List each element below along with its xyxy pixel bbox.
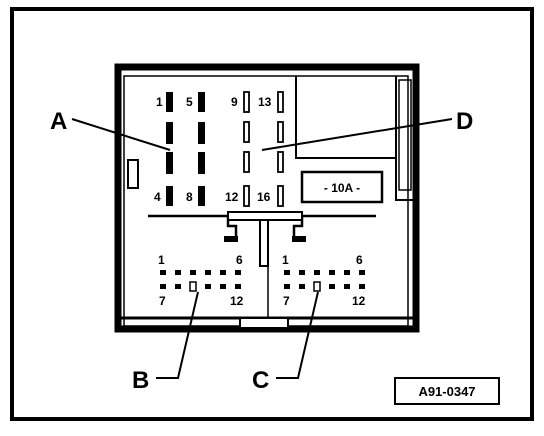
pin-label-c-6: 6	[356, 253, 363, 267]
pin-label-d-12: 12	[225, 190, 239, 204]
pin-d-11	[243, 151, 250, 173]
pin-c-10	[329, 284, 335, 289]
pin-b-4	[205, 270, 211, 275]
callout-line-a	[71, 118, 171, 151]
connector-housing	[114, 63, 420, 333]
pin-a-7	[198, 152, 205, 174]
figure-id-box: A91-0347	[394, 377, 500, 405]
pin-label-c-7: 7	[283, 294, 290, 308]
pin-label-a-8: 8	[186, 190, 193, 204]
pin-b-11	[220, 284, 226, 289]
pin-label-c-1: 1	[282, 253, 289, 267]
pin-b-1	[160, 270, 166, 275]
pin-b-2	[175, 270, 181, 275]
pin-label-b-1: 1	[158, 253, 165, 267]
pin-label-a-5: 5	[186, 95, 193, 109]
callout-line-b	[156, 291, 199, 379]
connector-a-pins: 1 5 4 8	[154, 92, 205, 206]
callout-lines	[71, 118, 453, 379]
callout-a: A	[50, 108, 67, 135]
pin-c-6	[359, 270, 365, 275]
pin-c-2	[299, 270, 305, 275]
pin-d-16	[277, 185, 284, 207]
pin-c-9	[313, 281, 321, 292]
pin-c-3	[314, 270, 320, 275]
pin-label-d-16: 16	[257, 190, 271, 204]
callout-b: B	[132, 367, 149, 394]
pin-a-1	[166, 92, 173, 112]
pin-a-8	[198, 186, 205, 206]
pin-a-2	[166, 122, 173, 144]
pin-label-a-1: 1	[156, 95, 163, 109]
pin-b-12	[235, 284, 241, 289]
pin-b-6	[235, 270, 241, 275]
pin-b-7	[160, 284, 166, 289]
pin-a-6	[198, 122, 205, 144]
pin-b-10	[205, 284, 211, 289]
pin-b-8	[175, 284, 181, 289]
pin-c-12	[359, 284, 365, 289]
pin-label-b-7: 7	[159, 294, 166, 308]
connector-b-pins: 1 6 7 12	[158, 253, 244, 308]
callout-d: D	[456, 108, 473, 135]
pin-d-10	[243, 121, 250, 143]
pin-b-9	[189, 281, 197, 292]
connector-d-pins: 9 13 12 16	[225, 91, 284, 207]
connector-c-pins: 1 6 7 12	[282, 253, 366, 308]
pin-b-3	[190, 270, 196, 275]
pin-d-9	[243, 91, 250, 113]
pin-d-12	[243, 185, 250, 207]
pin-label-d-9: 9	[231, 95, 238, 109]
pin-label-d-13: 13	[258, 95, 272, 109]
fuse-label: - 10A -	[324, 181, 360, 195]
callout-c: C	[252, 367, 269, 394]
pin-d-13	[277, 91, 284, 113]
pin-a-4	[166, 186, 173, 206]
figure-id: A91-0347	[418, 384, 475, 399]
pin-a-5	[198, 92, 205, 112]
pin-c-8	[299, 284, 305, 289]
pin-label-b-6: 6	[236, 253, 243, 267]
pin-a-3	[166, 152, 173, 174]
pin-c-7	[284, 284, 290, 289]
pin-c-1	[284, 270, 290, 275]
callout-line-c	[276, 291, 319, 379]
pin-c-4	[329, 270, 335, 275]
pin-label-a-4: 4	[154, 190, 161, 204]
pin-d-14	[277, 121, 284, 143]
pin-d-15	[277, 151, 284, 173]
pin-b-5	[220, 270, 226, 275]
pin-label-b-12: 12	[230, 294, 244, 308]
fuse-10a: - 10A -	[300, 170, 384, 204]
pin-c-5	[344, 270, 350, 275]
pin-label-c-12: 12	[352, 294, 366, 308]
callout-line-d	[261, 118, 453, 151]
pin-c-11	[344, 284, 350, 289]
